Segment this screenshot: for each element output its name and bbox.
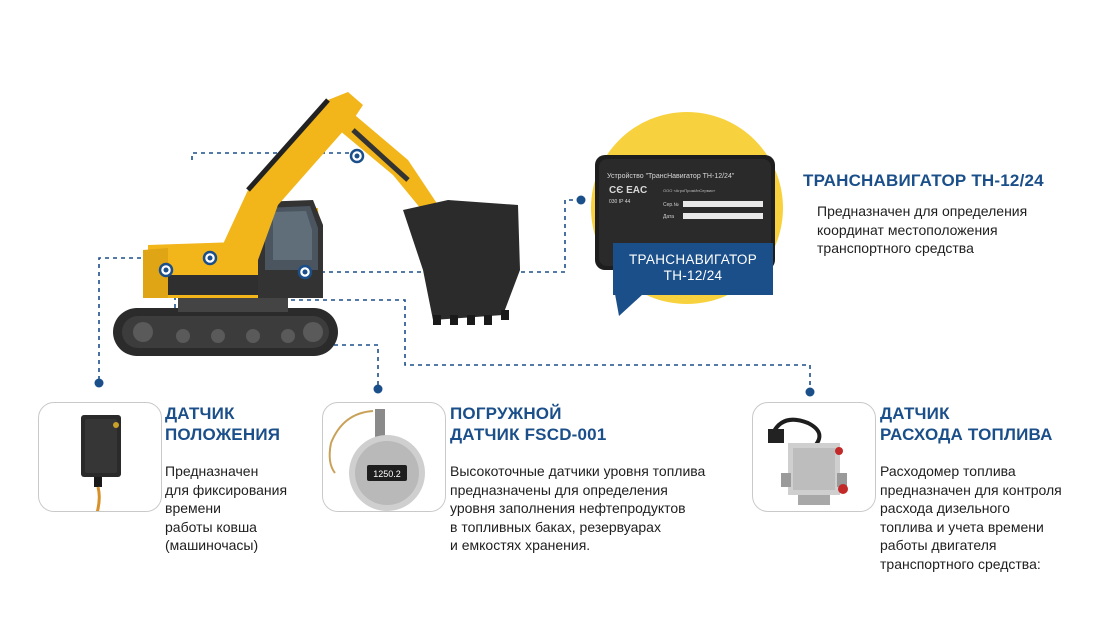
position-sensor-title: ДАТЧИК ПОЛОЖЕНИЯ <box>165 404 281 444</box>
submersible-sensor-description: Высокоточные датчики уровня топлива пред… <box>450 463 706 553</box>
svg-text:Сер.№: Сер.№ <box>663 202 679 208</box>
bubble-tail <box>615 294 643 316</box>
tracker-description: Предназначен для определения координат м… <box>817 203 1028 256</box>
position-sensor-description: Предназначен для фиксирования времени ра… <box>165 463 288 553</box>
tracker-bubble: ТРАНСНАВИГАТОР ТН-12/24 <box>613 243 773 295</box>
svg-text:Дата: Дата <box>663 214 674 220</box>
svg-text:ООО «АгроПромИнСервис»: ООО «АгроПромИнСервис» <box>663 188 716 193</box>
svg-text:СЄ EAC: СЄ EAC <box>609 185 647 196</box>
submersible-sensor-image: 1250.2 <box>328 409 425 511</box>
fuel-flow-sensor-title: ДАТЧИК РАСХОДА ТОПЛИВА <box>880 404 1053 444</box>
position-sensor-image <box>81 415 121 511</box>
svg-text:Устройство "ТрансНавигатор ТН-: Устройство "ТрансНавигатор ТН-12/24" <box>607 172 735 180</box>
svg-text:030 IP 44: 030 IP 44 <box>609 199 631 205</box>
tracker-title: ТРАНСНАВИГАТОР ТН-12/24 <box>803 171 1044 190</box>
fuel-flow-sensor-image <box>768 417 848 505</box>
fuel-flow-sensor-description: Расходомер топлива предназначен для конт… <box>880 463 1062 572</box>
position-sensor-card <box>38 402 162 512</box>
submersible-sensor-title: ПОГРУЖНОЙ ДАТЧИК FSCD-001 <box>450 404 607 444</box>
submersible-sensor-card: 1250.2 <box>322 402 446 512</box>
tracker-bubble-label: ТРАНСНАВИГАТОР ТН-12/24 <box>628 252 757 283</box>
submersible-display: 1250.2 <box>373 469 401 479</box>
tracker-illustration: Устройство "ТрансНавигатор ТН-12/24" ООО… <box>585 100 785 320</box>
tracker-device-image: Устройство "ТрансНавигатор ТН-12/24" ООО… <box>595 155 775 270</box>
excavator-image <box>113 92 520 356</box>
fuel-flow-sensor-card <box>752 402 876 512</box>
